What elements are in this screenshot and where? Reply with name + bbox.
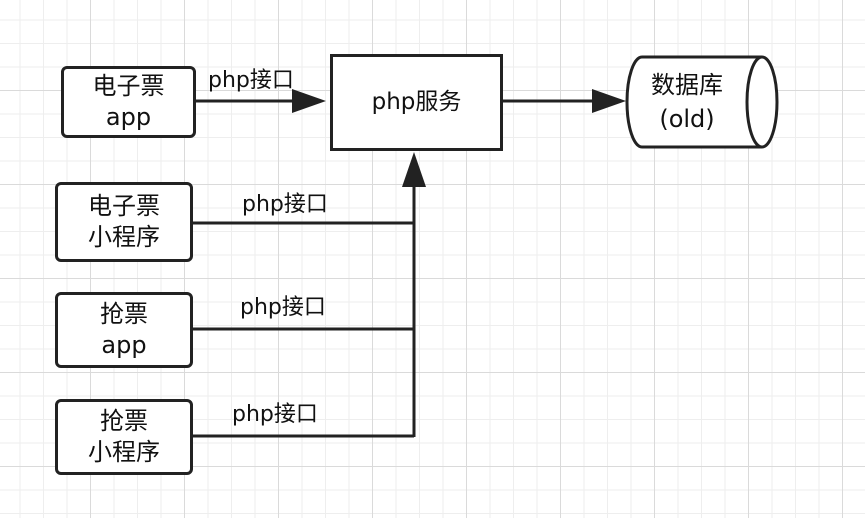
node-grab-mini[interactable]: 抢票 小程序 (55, 399, 193, 475)
node-grab-mini-line1: 抢票 (100, 407, 148, 435)
arrowhead-trunk (402, 152, 426, 187)
edge-label-grab-app: php接口 (240, 295, 326, 320)
node-grab-app[interactable]: 抢票 app (55, 292, 193, 368)
node-ticket-app-line1: 电子票 (92, 72, 165, 100)
node-ticket-mini-line2: 小程序 (88, 223, 160, 251)
database-cylinder-shape (625, 55, 779, 149)
node-php-service-label: php服务 (371, 89, 462, 115)
arrowhead-to-database (592, 89, 626, 113)
node-ticket-mini-line1: 电子票 (88, 192, 160, 220)
node-ticket-mini[interactable]: 电子票 小程序 (55, 182, 193, 262)
edge-label-grab-mini: php接口 (232, 402, 318, 427)
node-ticket-app-line2: app (105, 103, 152, 131)
edge-label-ticket-mini: php接口 (242, 192, 328, 217)
node-grab-app-line1: 抢票 (100, 300, 148, 328)
node-ticket-app[interactable]: 电子票 app (61, 66, 196, 138)
node-database[interactable]: 数据库 (old) (632, 68, 742, 136)
node-php-service[interactable]: php服务 (330, 54, 503, 151)
node-grab-app-line2: app (101, 331, 147, 359)
arrowhead-to-service (292, 89, 326, 113)
node-database-line1: 数据库 (651, 71, 723, 99)
node-database-line2: (old) (659, 105, 715, 133)
edge-label-ticket-app: php接口 (208, 68, 294, 93)
node-grab-mini-line2: 小程序 (88, 438, 160, 466)
